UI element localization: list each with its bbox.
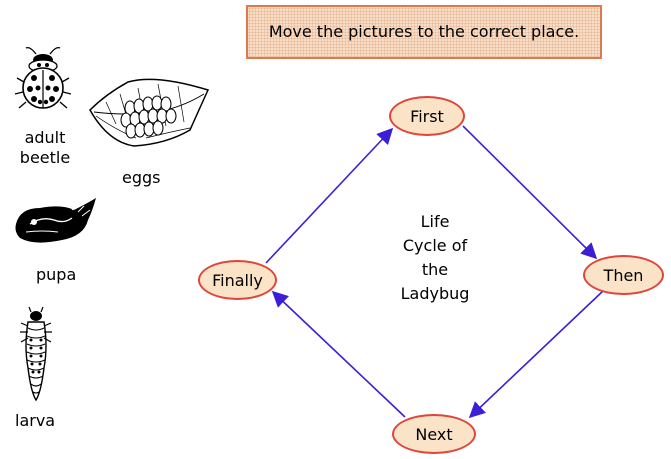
adult-beetle-label: adult beetle bbox=[19, 128, 71, 167]
arrow-next-to-finally bbox=[271, 290, 406, 418]
stage-finally-label: Finally bbox=[212, 270, 263, 290]
pupa-picture[interactable] bbox=[12, 194, 98, 250]
pupa-icon bbox=[15, 198, 96, 243]
adult-beetle-picture[interactable] bbox=[12, 44, 74, 114]
stage-first-label: First bbox=[410, 106, 444, 126]
arrow-first-to-then bbox=[462, 125, 598, 260]
cycle-title: Life Cycle of the Ladybug bbox=[400, 212, 470, 303]
stage-then-target[interactable]: Then bbox=[583, 255, 664, 295]
instruction-box: Move the pictures to the correct place. bbox=[246, 5, 602, 59]
stage-next-target[interactable]: Next bbox=[392, 414, 476, 454]
larva-label: larva bbox=[15, 411, 56, 430]
pupa-label: pupa bbox=[36, 265, 77, 284]
stage-first-target[interactable]: First bbox=[389, 96, 465, 136]
stage-finally-target[interactable]: Finally bbox=[198, 260, 277, 300]
stage-then-label: Then bbox=[603, 265, 644, 285]
stage-next-label: Next bbox=[415, 424, 453, 444]
arrow-then-to-next bbox=[468, 290, 604, 419]
eggs-picture[interactable] bbox=[86, 72, 212, 154]
eggs-on-leaf-icon bbox=[89, 78, 210, 147]
ladybug-icon bbox=[14, 46, 72, 109]
larva-picture[interactable] bbox=[18, 306, 54, 402]
larva-icon bbox=[20, 306, 52, 402]
arrow-finally-to-first bbox=[265, 127, 394, 264]
eggs-label: eggs bbox=[122, 168, 161, 187]
instruction-text: Move the pictures to the correct place. bbox=[268, 22, 580, 41]
